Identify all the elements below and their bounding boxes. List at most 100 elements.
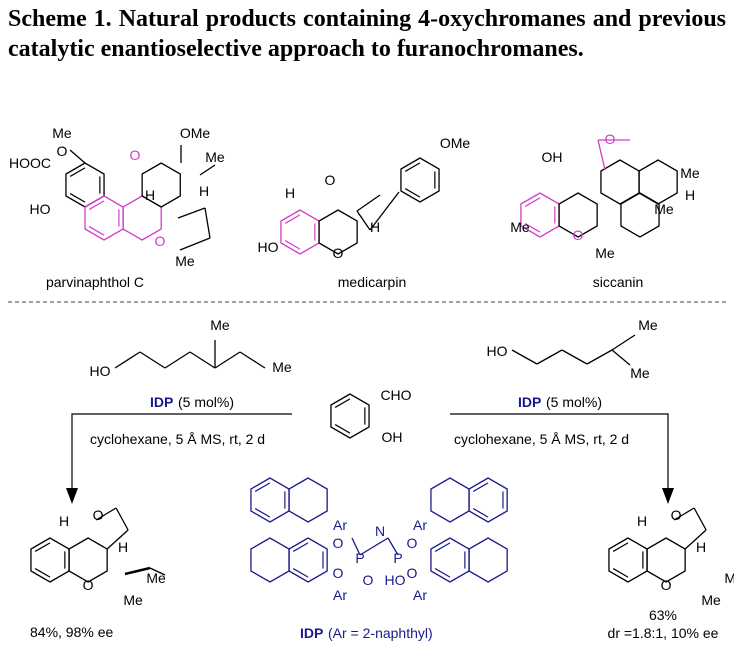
chain-bond [586,349,613,365]
medicarpin-atom: O [333,245,344,261]
double-bond [434,568,451,578]
substrate-atom: Me [630,365,650,381]
medicarpin-atom: H [285,185,295,201]
double-bond [284,240,301,250]
catalyst-atom: HO [385,572,406,588]
cyclohexane-ring [620,192,660,238]
left-product-atom: O [93,507,104,523]
bond-layer [30,139,707,583]
double-bond [254,508,271,518]
bond [149,567,166,576]
substrate-atom: HO [90,363,111,379]
catalyst-atom: O [333,535,344,551]
bond [204,207,211,239]
substrate-atom: Me [638,317,658,333]
double-bond [284,214,301,224]
chain-bond [239,351,266,369]
parvinaphthol-atom: HOOC [9,155,51,171]
bond [387,537,399,556]
bond [177,207,206,219]
benzene-ring [400,157,440,203]
double-bond [34,568,51,578]
double-bond [334,398,351,408]
double-bond [69,193,86,203]
arrowhead-left-icon [66,488,78,504]
catalyst-atom: O [363,572,374,588]
double-bond [472,482,489,492]
reaction-arrow-left [71,413,292,490]
bond [95,507,117,521]
right-yield: 63% [649,607,677,623]
catalyst-label-right: IDP [518,394,541,410]
parvinaphthol-atom: OMe [180,125,211,141]
catalyst-atom: N [375,523,385,539]
compound-name-siccanin: siccanin [593,274,644,290]
naphthyl-ring [430,537,470,583]
double-bond [69,167,86,177]
medicarpin-atom: HO [258,239,279,255]
double-bond [334,424,351,434]
right-product-atom: H [637,513,647,529]
loading-right: (5 mol%) [546,394,602,410]
chain-bond [511,349,538,365]
substrate-atom: Me [272,359,292,375]
compound-name-medicarpin: medicarpin [338,274,406,290]
siccanin-atom: Me [680,165,700,181]
chain-bond [611,349,631,366]
naphthyl-ring [250,537,290,583]
naphthyl-ring [468,477,508,523]
siccanin-atom: OH [542,149,563,165]
double-bond [434,542,451,552]
siccanin-atom: O [605,131,616,147]
left-product-atom: Me [123,592,143,608]
scheme-title: Scheme 1. Natural products containing 4-… [8,6,726,62]
parvinaphthol-atom: Me [175,253,195,269]
chain-bond [114,351,141,369]
bond [199,164,216,176]
siccanin-atom: Me [595,245,615,261]
bond [359,537,389,556]
naphthalene-ring [65,162,105,208]
conditions-right: cyclohexane, 5 Å MS, rt, 2 d [454,431,629,447]
left-product-pyran [68,537,108,583]
pyran-ring-top [141,162,181,208]
parvinaphthol-atom: H [199,183,209,199]
catalyst-atom: Ar [413,587,427,603]
compound-name-parvinaphthol: parvinaphthol C [46,274,144,290]
catalyst-atom: O [407,565,418,581]
double-bond [34,542,51,552]
substrate-atom: Me [210,317,230,333]
bond [369,191,400,231]
catalyst-atom: P [393,550,402,566]
double-bond [612,542,629,552]
naphthyl-ring [430,477,470,523]
chain-bond [214,351,241,369]
double-bond [292,542,309,552]
bond [115,507,129,531]
catalyst-name: IDP [300,625,323,641]
bond [673,507,695,521]
bond [179,237,211,251]
chain-bond [561,349,588,365]
bond [597,139,606,171]
catalyst-atom: P [355,550,364,566]
chromane-ring [318,209,358,255]
cyclohexane-ring [638,159,678,205]
bond [693,507,707,531]
catalyst-description: (Ar = 2-naphthyl) [328,625,433,641]
double-bond [88,226,105,236]
naphthyl-ring [288,477,328,523]
parvinaphthol-atom: Me [52,125,72,141]
double-bond [404,188,421,198]
catalyst-atom: Ar [333,517,347,533]
benzene-ring-highlight [280,209,320,255]
catalyst-atom: O [407,535,418,551]
bond [351,537,361,556]
bond [356,210,371,231]
right-product-atom: O [671,507,682,523]
left-product-atom: O [83,577,94,593]
bond [684,529,707,550]
arrowhead-right-icon [662,488,674,504]
